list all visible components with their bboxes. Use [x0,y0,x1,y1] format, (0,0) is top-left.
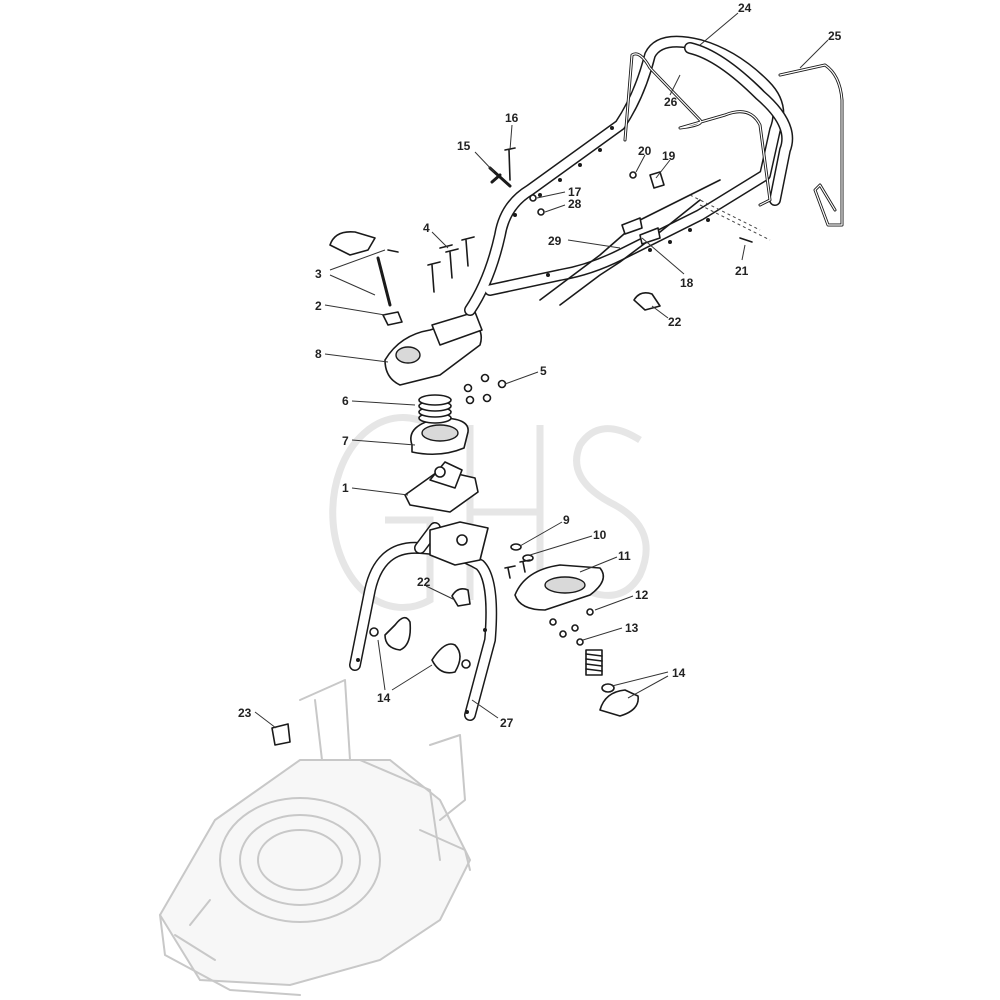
callout-11: 11 [618,549,631,563]
callout-28: 28 [568,197,582,211]
part-7-housing [410,417,469,456]
part-25-bail [778,63,844,227]
callout-22-lower: 22 [417,575,431,589]
callout-8: 8 [315,347,322,361]
callout-29: 29 [548,234,562,248]
callout-labels: 1 2 3 4 5 6 7 8 9 10 11 12 13 14 14 15 1… [238,1,842,730]
callout-10: 10 [593,528,607,542]
callout-23: 23 [238,706,252,720]
callout-14-right: 14 [672,666,686,680]
right-subassembly [504,543,639,717]
callout-25: 25 [828,29,842,43]
left-small-parts [271,588,471,746]
part-1-base [404,461,479,513]
bracket-plate [429,521,489,566]
callout-13: 13 [625,621,639,635]
callout-27: 27 [500,716,514,730]
part-26-bail [623,52,772,207]
callout-19: 19 [662,149,676,163]
callout-2: 2 [315,299,322,313]
callout-24: 24 [738,1,752,15]
callout-6: 6 [342,394,349,408]
watermark-logo [329,414,650,611]
part-6-spring [418,394,452,424]
callout-16: 16 [505,111,519,125]
callout-7: 7 [342,434,349,448]
callout-22-upper: 22 [668,315,682,329]
small-parts-upper [329,147,753,326]
callout-17: 17 [568,185,582,199]
callout-3: 3 [315,267,322,281]
callout-20: 20 [638,144,652,158]
callout-18: 18 [680,276,694,290]
part-8-housing [384,311,483,386]
mower-deck-ghost [158,679,472,996]
callout-15: 15 [457,139,471,153]
leader-lines [254,12,829,729]
callout-26: 26 [664,95,678,109]
callout-4: 4 [423,221,430,235]
callout-1: 1 [342,481,349,495]
callout-14-left: 14 [377,691,391,705]
part-5-nuts [463,373,507,405]
callout-12: 12 [635,588,649,602]
callout-21: 21 [735,264,749,278]
callout-5: 5 [540,364,547,378]
callout-9: 9 [563,513,570,527]
